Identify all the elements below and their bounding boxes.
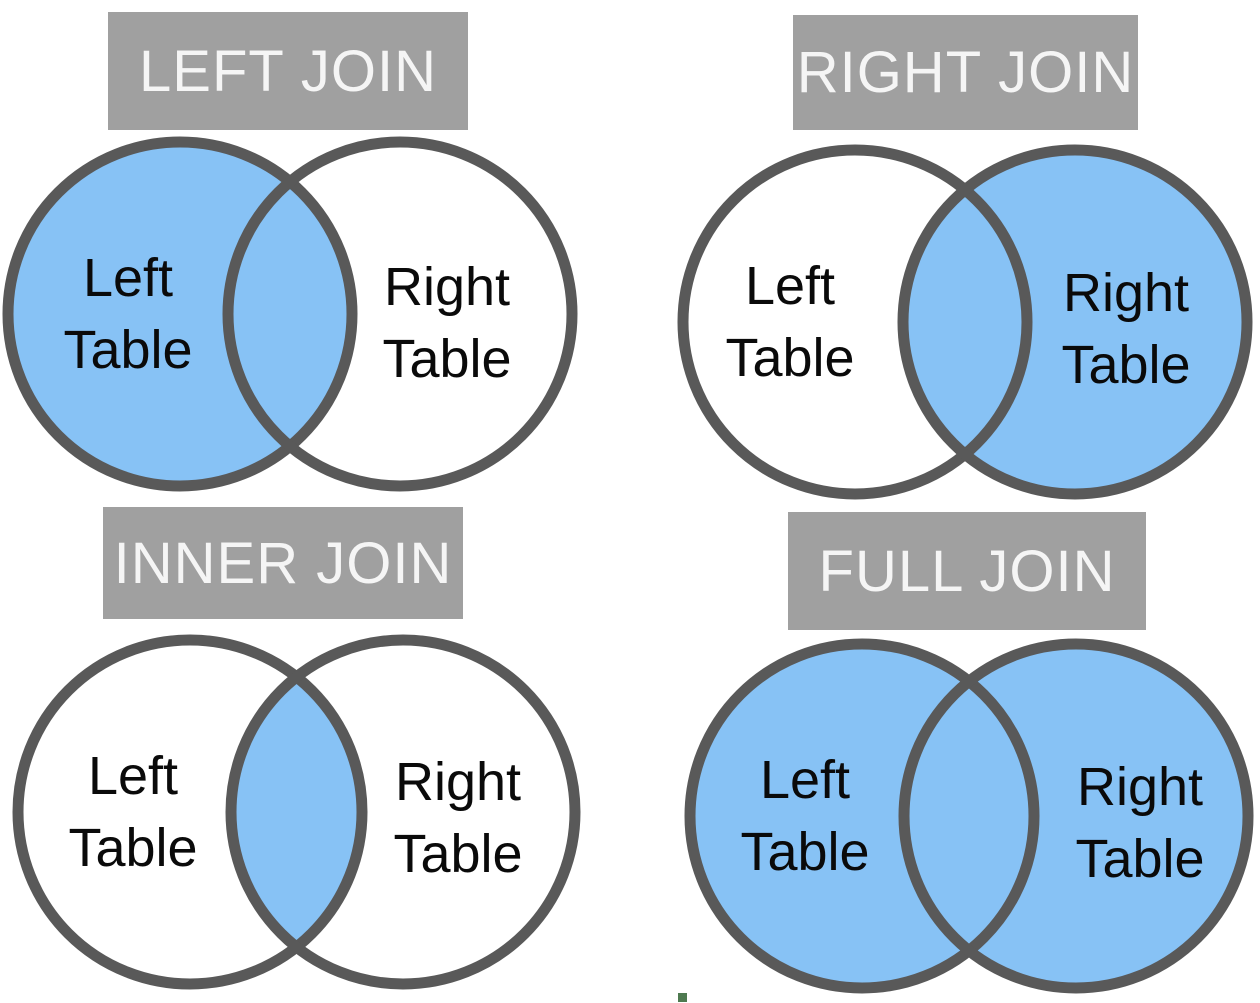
left-table-label: Table	[68, 818, 197, 878]
right-table-label: Right	[1077, 757, 1203, 817]
full-join-title: FULL JOIN	[788, 512, 1146, 630]
green-pixel-artifact	[678, 993, 687, 1002]
full-join-venn: Left Table Right Table	[684, 638, 1254, 994]
right-table-label: Table	[1075, 829, 1204, 889]
left-circle-outline	[677, 144, 1033, 500]
left-table-label: Left	[760, 750, 850, 810]
right-circle-outline	[225, 634, 581, 990]
overlap-shaded	[231, 640, 362, 984]
right-table-label: Right	[395, 752, 521, 812]
right-table-label: Right	[384, 257, 510, 317]
right-join-title: RIGHT JOIN	[793, 15, 1138, 130]
left-table-label: Left	[745, 256, 835, 316]
right-table-label: Table	[382, 329, 511, 389]
inner-join-title: INNER JOIN	[103, 507, 463, 619]
left-table-label: Table	[725, 328, 854, 388]
right-circle-outline	[222, 136, 578, 492]
left-table-label: Table	[63, 320, 192, 380]
right-table-label: Right	[1063, 263, 1189, 323]
right-circle-outline	[898, 638, 1254, 994]
inner-join-venn: Left Table Right Table	[12, 634, 581, 990]
right-circle-shaded	[903, 150, 1247, 494]
left-join-venn: Left Table Right Table	[2, 136, 578, 492]
right-circle-shaded	[904, 644, 1248, 988]
left-join-title: LEFT JOIN	[108, 12, 468, 130]
right-table-label: Table	[1061, 335, 1190, 395]
left-table-label: Left	[83, 248, 173, 308]
left-circle-outline	[12, 634, 368, 990]
left-circle-shaded	[8, 142, 352, 486]
left-table-label: Left	[88, 746, 178, 806]
left-circle-outline	[684, 638, 1040, 994]
left-table-label: Table	[740, 822, 869, 882]
left-circle-outline	[2, 136, 358, 492]
right-join-venn: Left Table Right Table	[677, 144, 1253, 500]
right-circle-outline	[897, 144, 1253, 500]
right-table-label: Table	[393, 824, 522, 884]
